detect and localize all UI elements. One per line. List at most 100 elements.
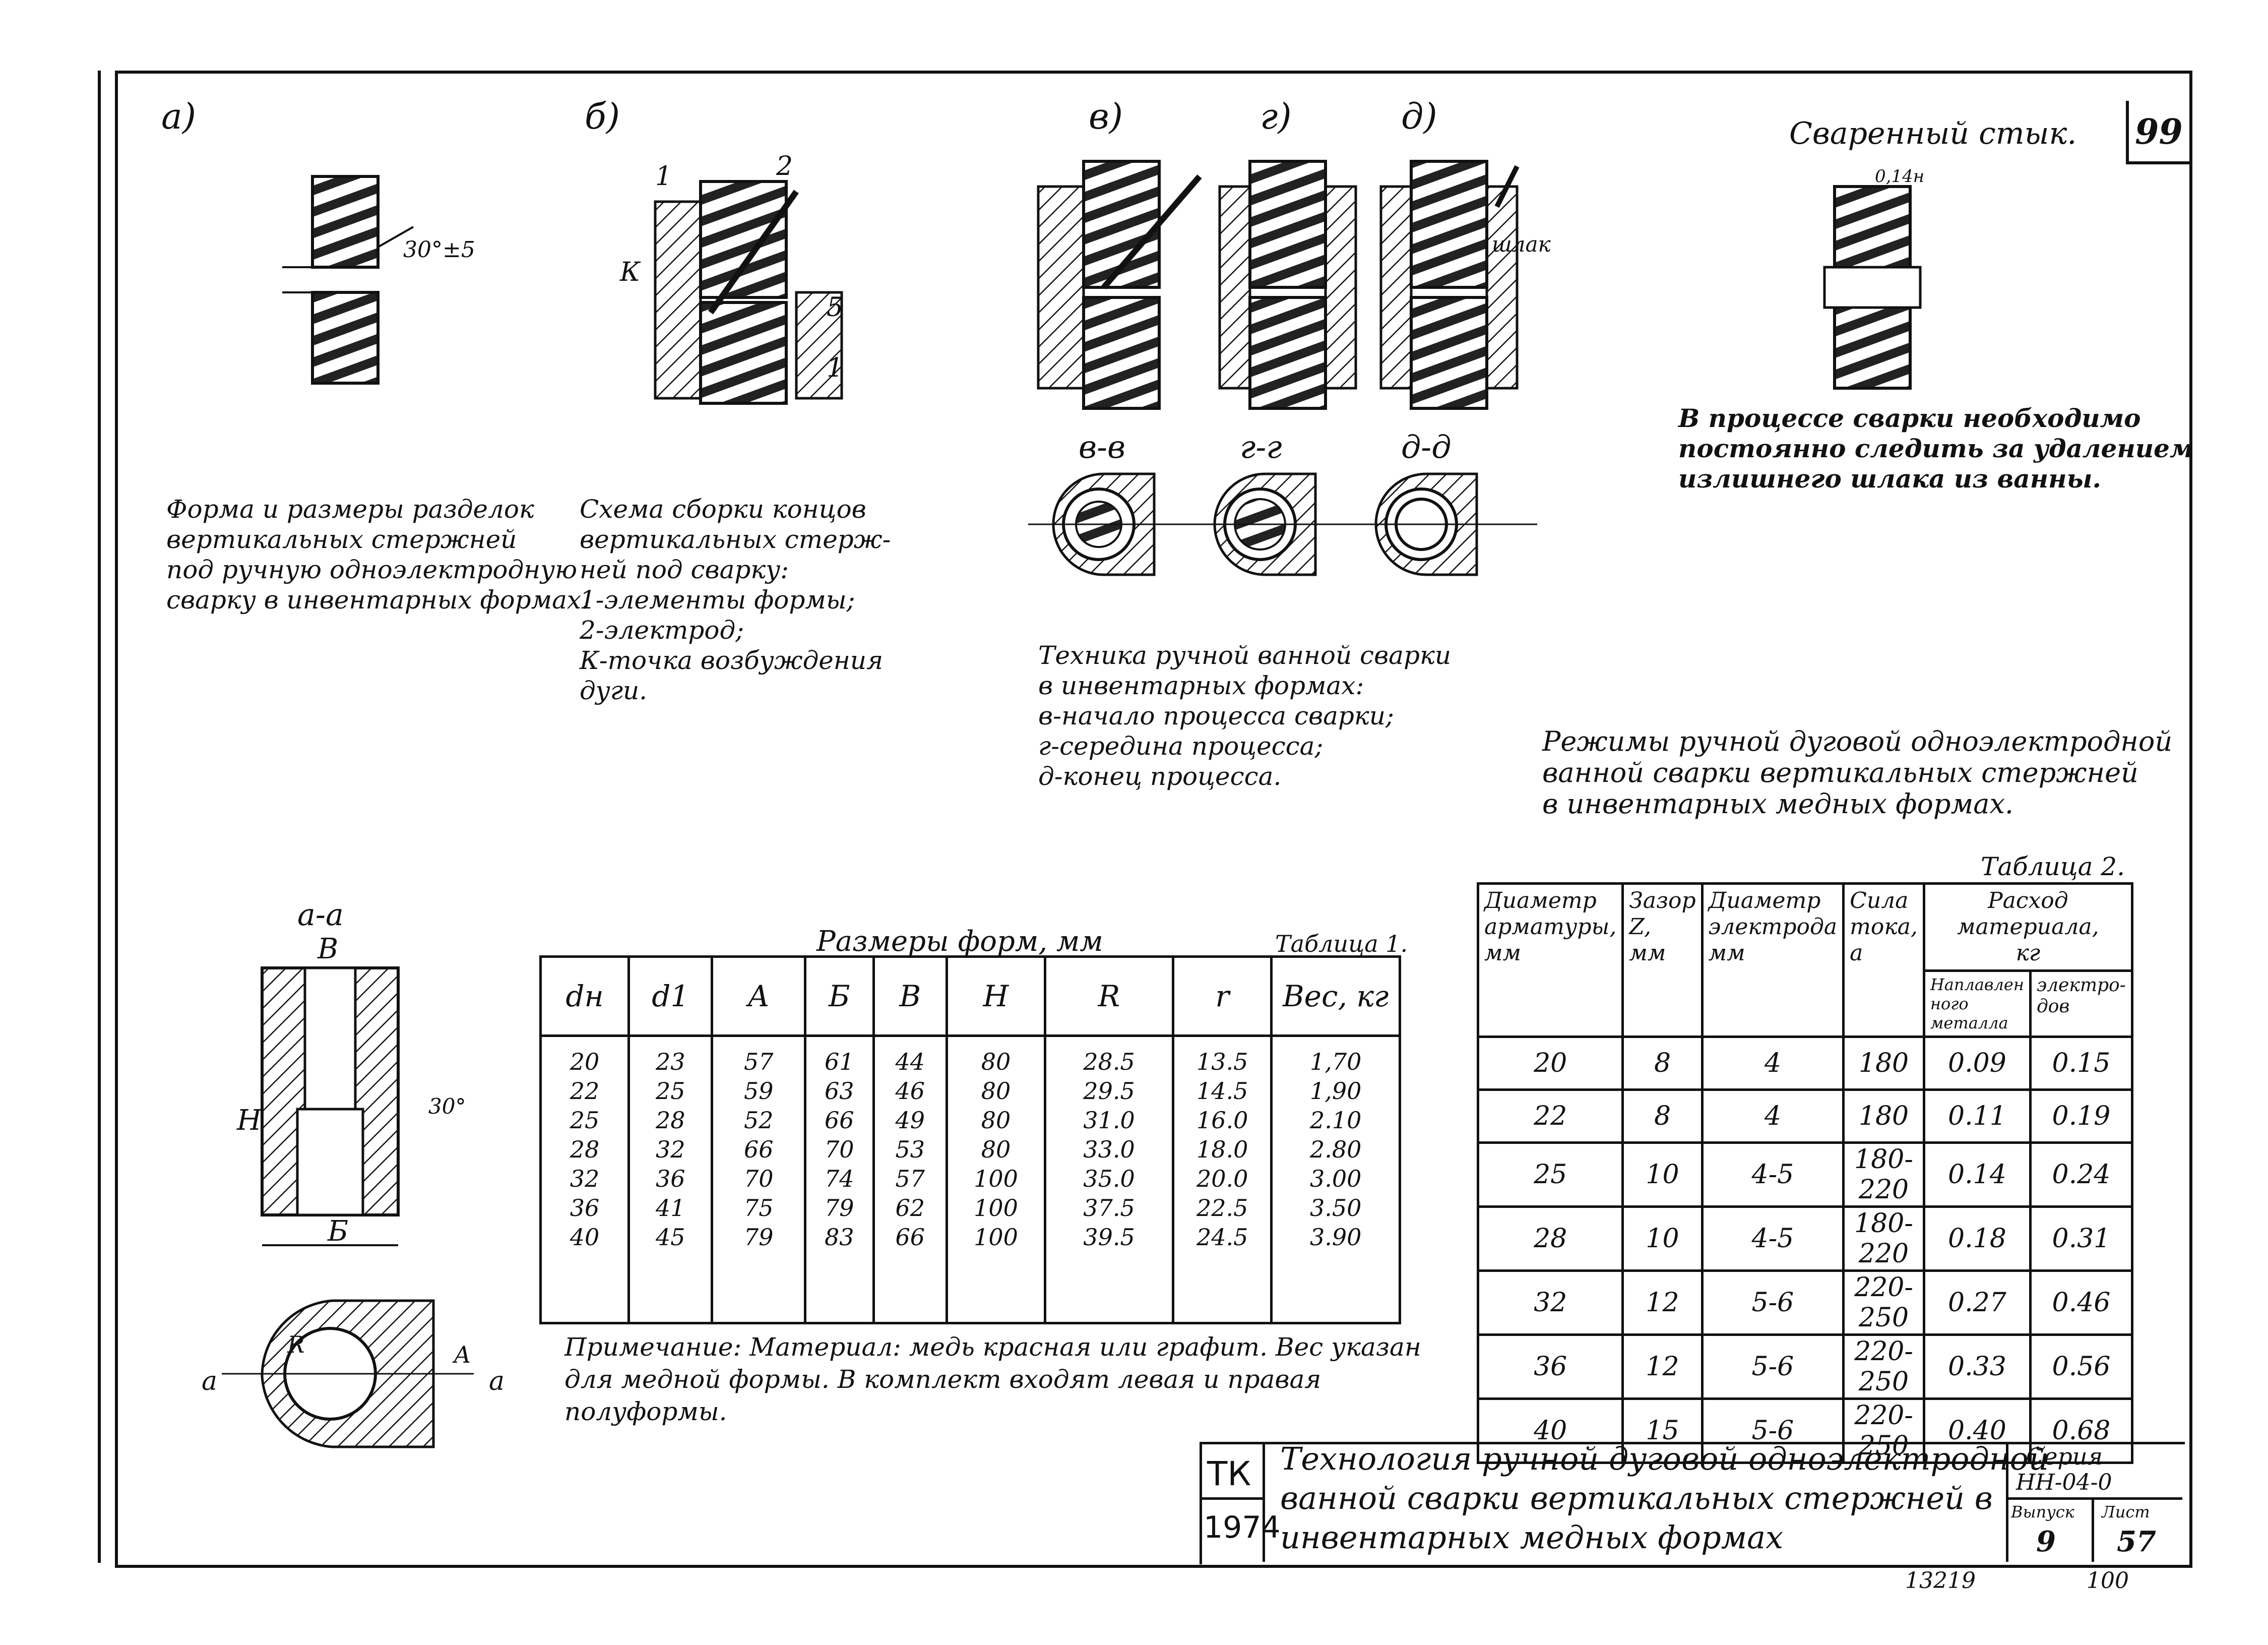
table1-cell: 20.0 — [1196, 1165, 1248, 1192]
figure-b-assembly — [654, 180, 843, 405]
table1-cell: 22.5 — [1196, 1194, 1248, 1222]
table2-cell: 15 — [1621, 1397, 1704, 1464]
table1-cell: 62 — [895, 1194, 925, 1222]
table2-subheader-row: Наплавлен ного металла электро- дов — [1478, 969, 2133, 1038]
table2-cell: 5-6 — [1700, 1397, 1845, 1464]
table1-header-row: dн d1 А Б В Н R r Вес, кг — [539, 955, 1401, 1037]
table2-cell: 10 — [1621, 1205, 1704, 1272]
figure-sections — [1028, 472, 1537, 576]
table2-cell: 0.31 — [2029, 1205, 2133, 1272]
figure-welded-joint — [1823, 185, 1922, 390]
table2-cell: 220-250 — [1842, 1333, 1925, 1400]
table1-cell: 1,90 — [1309, 1077, 1362, 1105]
table2-cell: 5-6 — [1700, 1269, 1845, 1336]
table2-cell: 22 — [1476, 1088, 1624, 1144]
label-section-gg: г-г — [1240, 429, 1282, 465]
table1-cell: 35.0 — [1083, 1165, 1135, 1192]
table1-cell: 75 — [743, 1194, 774, 1222]
table1-cell: 16.0 — [1196, 1107, 1248, 1134]
table1-cell: 80 — [981, 1136, 1011, 1163]
table1-cell: 33.0 — [1083, 1136, 1135, 1163]
table1-cell: 46 — [895, 1077, 925, 1105]
sheet-value: 57 — [2117, 1525, 2156, 1558]
table1-cell: 23 — [656, 1048, 685, 1075]
dim-R: R — [287, 1331, 305, 1358]
table2-cell: 220-250 — [1842, 1269, 1925, 1336]
series-label: Серия — [2026, 1443, 2103, 1470]
table2-cell: 40 — [1476, 1397, 1624, 1464]
label-g: г) — [1260, 96, 1292, 137]
dim-5: 5 — [827, 292, 844, 323]
table2-cell: 36 — [1476, 1333, 1624, 1400]
left-margin-line — [98, 71, 101, 1563]
label-d: д) — [1401, 96, 1437, 137]
table2-cell: 0.11 — [1922, 1088, 2032, 1144]
table1-header: R — [1043, 955, 1175, 1037]
table1-cell: 100 — [974, 1224, 1018, 1251]
table1-cell: 80 — [981, 1048, 1011, 1075]
table1-cell: 41 — [656, 1194, 685, 1222]
table2-cell: 180 — [1842, 1035, 1925, 1091]
label-a-left: а — [202, 1366, 218, 1396]
table2-cell: 0.24 — [2029, 1141, 2133, 1208]
table2-cell: 8 — [1621, 1035, 1704, 1091]
table2-cell: 0.18 — [1922, 1205, 2032, 1272]
table1-header: А — [711, 955, 807, 1037]
table2-cell: 180-220 — [1842, 1141, 1925, 1208]
table1-cell: 3.00 — [1309, 1165, 1362, 1192]
figure-a-rebar-ends — [282, 175, 414, 385]
footer-code: 13219 — [1905, 1568, 1976, 1594]
table1-cell: 57 — [895, 1165, 925, 1192]
drawing-frame — [115, 71, 2192, 1568]
table2-header-electrodes: электро- дов — [2029, 969, 2133, 1038]
table1-cell: 28.5 — [1083, 1048, 1135, 1075]
footer-num: 100 — [2087, 1568, 2129, 1594]
table2-cell: 0.68 — [2029, 1397, 2133, 1464]
table1-cell: 1,70 — [1309, 1048, 1362, 1075]
table2-cell: 4-5 — [1700, 1141, 1845, 1208]
label-v: в) — [1089, 96, 1123, 137]
table1-cell: 3.90 — [1309, 1224, 1362, 1251]
table1-cell: 29.5 — [1083, 1077, 1135, 1105]
series-value: НН-04-0 — [2016, 1470, 2112, 1495]
table2-cell: 0.15 — [2029, 1035, 2133, 1091]
table1-header: dн — [539, 955, 631, 1037]
table1-cell: 39.5 — [1083, 1224, 1135, 1251]
sheet-label: Лист — [2102, 1502, 2150, 1521]
table1-cell: 31.0 — [1083, 1107, 1135, 1134]
caption-modes: Режимы ручной дуговой одноэлектродной ва… — [1542, 725, 2173, 820]
table2-cell: 0.40 — [1922, 1397, 2032, 1464]
table1-cell: 2.80 — [1309, 1136, 1362, 1163]
label-a: а) — [161, 96, 197, 137]
table1-cell: 70 — [743, 1165, 774, 1192]
table2-cell: 4 — [1700, 1035, 1845, 1091]
table1-cell: 74 — [825, 1165, 854, 1192]
table1-cell: 70 — [825, 1136, 854, 1163]
dim-A: А — [454, 1341, 471, 1368]
table2-header-row: Диаметр арматуры, мм Зазор Z, мм Диаметр… — [1476, 882, 2133, 1038]
table2-cell: 25 — [1476, 1141, 1624, 1208]
table1-cell: 100 — [974, 1194, 1018, 1222]
label-2: 2 — [776, 151, 793, 181]
table2-cell: 220-250 — [1842, 1397, 1925, 1464]
table1-cell: 28 — [656, 1107, 685, 1134]
table1-cell: 25 — [570, 1107, 600, 1134]
label-1-bottom: 1 — [827, 353, 844, 383]
table1-cell: 13.5 — [1196, 1048, 1248, 1075]
issue-label: Выпуск — [2011, 1502, 2074, 1521]
table1-cell: 2.10 — [1309, 1107, 1362, 1134]
caption-technique: Техника ручной ванной сварки в инвентарн… — [1038, 641, 1452, 791]
table2-cell: 0.14 — [1922, 1141, 2032, 1208]
table1-title: Размеры форм, мм — [816, 925, 1103, 958]
table1-cell: 66 — [825, 1107, 854, 1134]
